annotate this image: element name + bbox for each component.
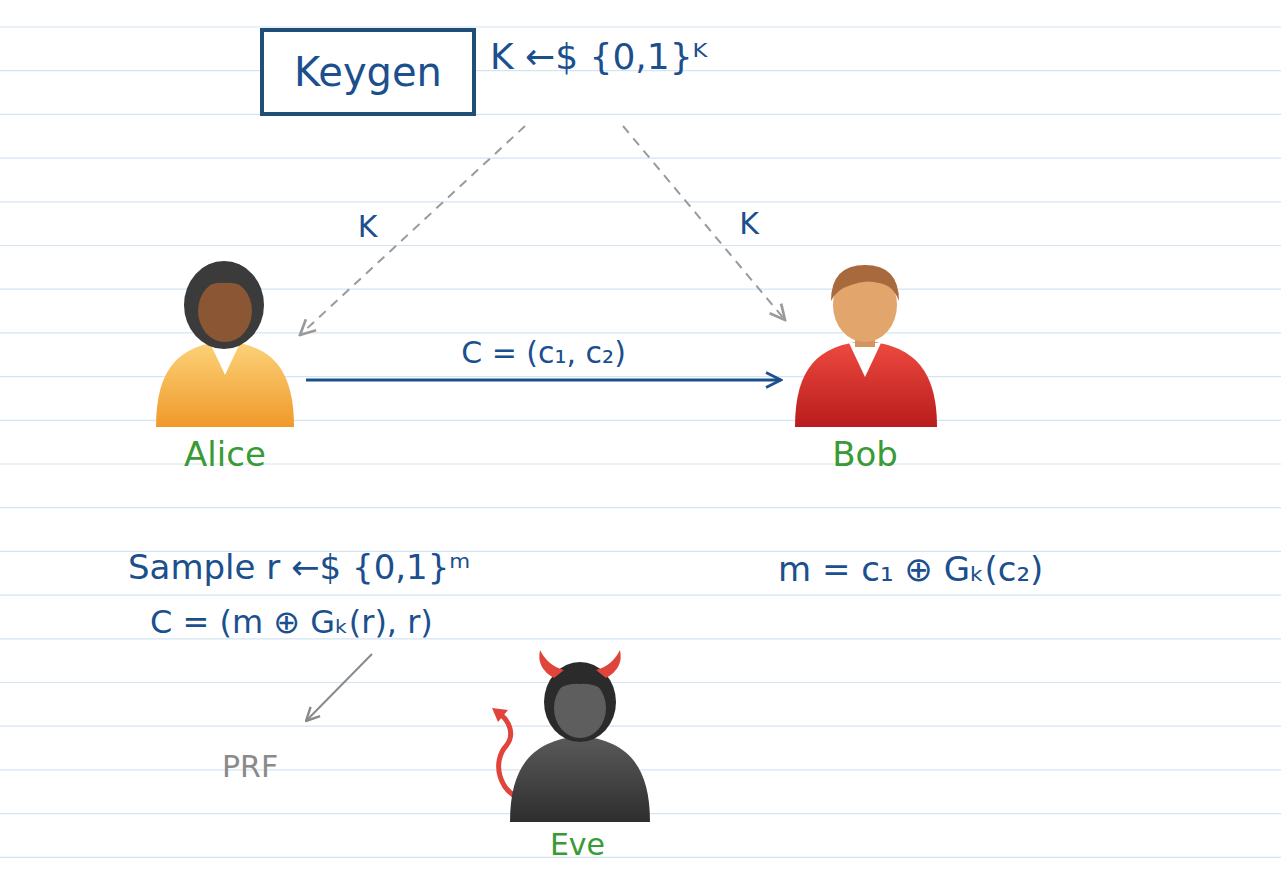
bob-icon-part [795, 341, 937, 427]
party-name: Eve [490, 828, 665, 863]
person-node: Bob [785, 255, 945, 474]
edge-label: K [354, 209, 382, 242]
alice-icon-part [216, 331, 234, 347]
ruled-line [0, 376, 1281, 377]
key-distribution-arrow [623, 126, 785, 320]
ruled-line [0, 26, 1281, 27]
alice-icon [156, 261, 294, 427]
alice-icon-part [198, 280, 252, 342]
bob-icon-part [849, 343, 881, 377]
ruled-line [0, 857, 1281, 858]
edge-label: K [735, 207, 763, 240]
ruled-line [0, 682, 1281, 683]
alice-icon-part [184, 261, 264, 349]
ruled-line [0, 594, 1281, 595]
encryption-step: Sample r ←$ {0,1}ᵐ [128, 548, 471, 587]
eve-icon-part [596, 650, 621, 678]
alice-icon-part [210, 343, 240, 375]
bob-icon-part [833, 268, 897, 342]
person-node: Alice [150, 255, 300, 474]
eve-icon-part [492, 708, 508, 722]
eve-figure [490, 650, 665, 830]
keygen-box: Keygen [260, 28, 476, 116]
bob-icon-part [855, 329, 875, 347]
party-name: Bob [785, 435, 945, 474]
ruled-line [0, 813, 1281, 814]
bob-icon-part [831, 265, 899, 301]
party-name: Alice [150, 435, 300, 474]
eve-icon-part [548, 666, 612, 698]
key-sampling: K ←$ {0,1}ᴷ [490, 36, 708, 77]
ruled-line [0, 507, 1281, 508]
person-node: Eve [490, 650, 665, 863]
keygen-group: Keygen K ←$ {0,1}ᴷ [260, 28, 708, 116]
ruled-line [0, 769, 1281, 770]
ruled-line [0, 332, 1281, 333]
eve-icon-part [499, 714, 524, 800]
eve-icon [492, 650, 650, 822]
ruled-line [0, 726, 1281, 727]
ciphertext-formula: C = (m ⊕ Gₖ(r), r) [150, 604, 433, 641]
ruled-line [0, 289, 1281, 290]
ciphertext-arrow [306, 379, 781, 382]
ruled-line [0, 158, 1281, 159]
leader-line [306, 654, 372, 721]
edge-label: C = (c₁, c₂) [457, 336, 630, 369]
ruled-line [0, 245, 1281, 246]
prf-note: PRF [222, 750, 278, 785]
alice-icon-part [190, 263, 260, 303]
decryption-formula: m = c₁ ⊕ Gₖ(c₂) [778, 550, 1043, 589]
bob-icon [795, 265, 937, 427]
bob-figure [785, 255, 945, 435]
alice-figure [150, 255, 300, 435]
eve-icon-part [539, 650, 564, 678]
ruled-line [0, 420, 1281, 421]
eve-icon-part [510, 736, 650, 822]
ruled-line [0, 201, 1281, 202]
key-distribution-arrow [300, 126, 525, 335]
ruled-line [0, 114, 1281, 115]
eve-icon-part [544, 662, 616, 742]
eve-icon-part [554, 678, 606, 738]
alice-icon-part [156, 341, 294, 427]
